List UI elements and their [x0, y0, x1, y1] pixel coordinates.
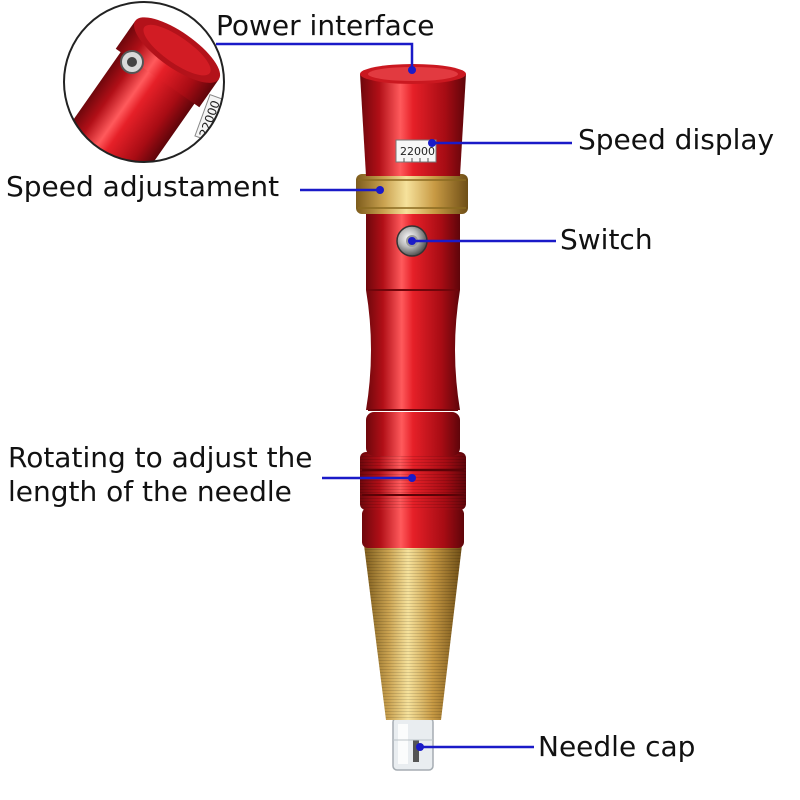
label-power-interface: Power interface — [216, 9, 435, 42]
needle-cap — [392, 717, 434, 771]
needle-length-ring — [360, 452, 466, 548]
label-needle-cap: Needle cap — [538, 730, 696, 763]
power-interface-inset: 22000 — [63, 1, 225, 163]
pen-barrel — [366, 212, 460, 456]
leader-dots — [376, 66, 436, 751]
label-speed-adjustment: Speed adjustament — [6, 170, 280, 203]
label-needle-length: Rotating to adjust the length of the nee… — [8, 441, 313, 509]
upper-barrel — [360, 64, 466, 176]
leader-power-interface — [216, 42, 414, 70]
label-speed-display: Speed display — [578, 123, 775, 156]
leader-lines — [216, 42, 572, 749]
label-switch: Switch — [560, 223, 653, 256]
microneedle-pen: 22000 — [356, 64, 468, 771]
label-needle-length-line1: Rotating to adjust the — [8, 441, 313, 474]
speed-adjustment-ring — [356, 174, 468, 214]
speed-readout: 22000 — [400, 145, 435, 158]
label-needle-length-line2: length of the needle — [8, 475, 292, 508]
speed-display-window: 22000 — [395, 139, 437, 163]
gold-tip — [364, 545, 462, 720]
